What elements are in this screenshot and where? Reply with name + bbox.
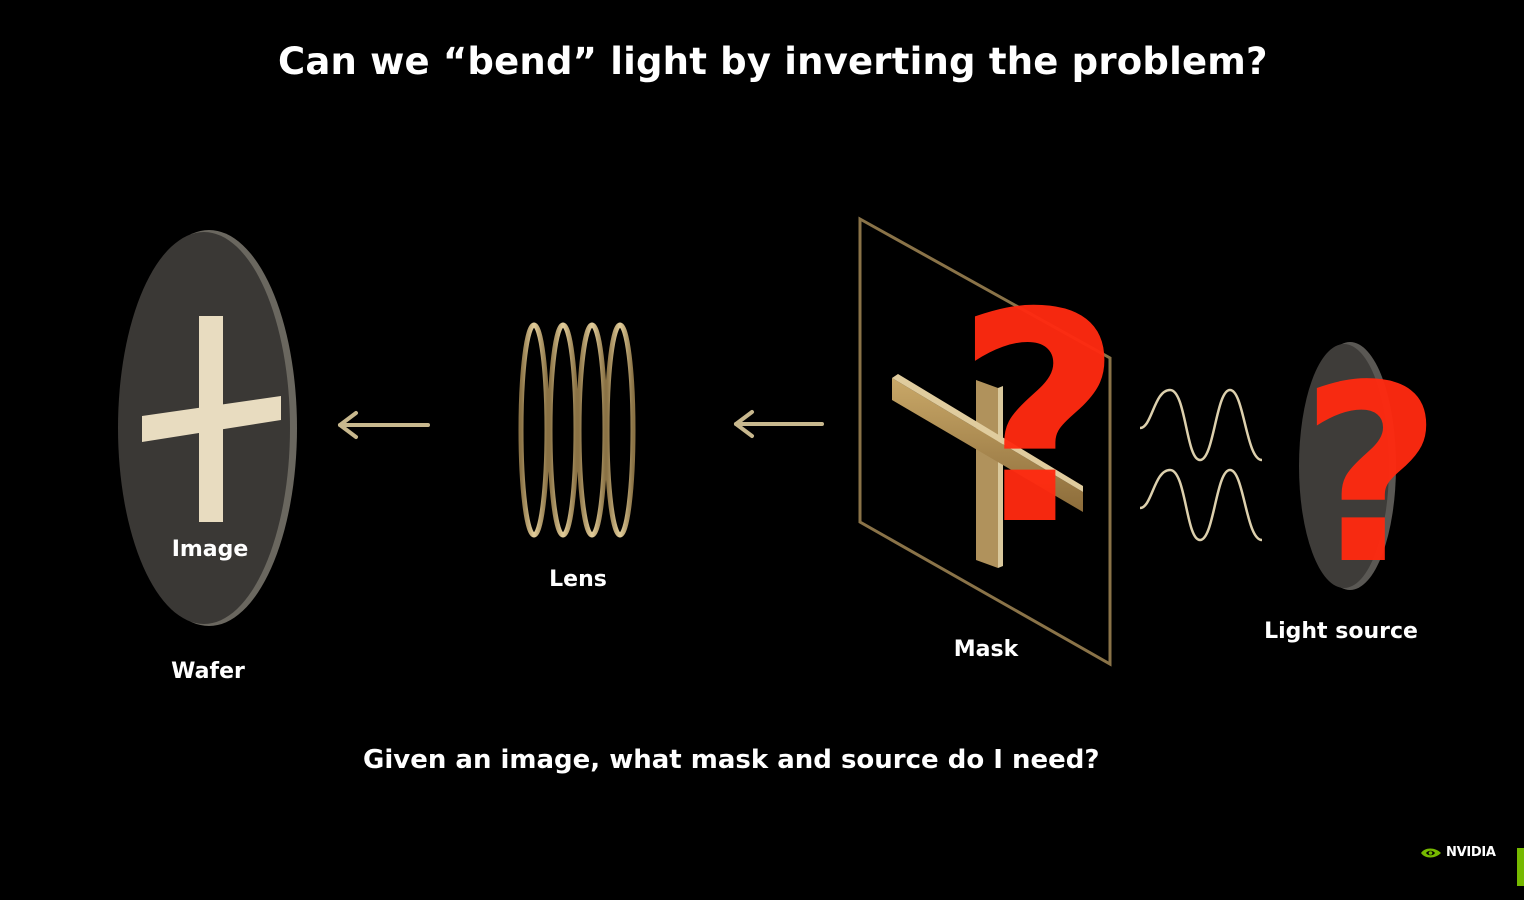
lens-label: Lens — [549, 567, 607, 592]
arrow-left-icon — [338, 411, 430, 439]
light-source-icon — [1299, 342, 1396, 590]
light-wave-icon — [1139, 388, 1263, 542]
slide-caption: Given an image, what mask and source do … — [363, 745, 1100, 775]
question-mark-icon: ? — [1300, 333, 1442, 618]
mask-frame-icon — [858, 216, 1112, 667]
question-mark-icon: ? — [955, 252, 1123, 589]
arrow-left-icon — [734, 410, 824, 438]
wafer-disk-icon — [118, 230, 297, 626]
light-source-label: Light source — [1264, 619, 1418, 644]
mask-label: Mask — [953, 637, 1019, 662]
image-label: Image — [171, 537, 249, 562]
wafer-cross-horizontal — [142, 396, 281, 442]
nvidia-eye-icon — [1421, 848, 1441, 857]
lens-stack-icon — [518, 322, 636, 538]
nvidia-logo: NVIDIA — [1420, 845, 1496, 860]
wafer-label: Wafer — [171, 659, 245, 684]
nvidia-logo-text: NVIDIA — [1446, 845, 1496, 860]
slide-title: Can we “bend” light by inverting the pro… — [278, 40, 1268, 83]
accent-bar — [1517, 848, 1524, 886]
